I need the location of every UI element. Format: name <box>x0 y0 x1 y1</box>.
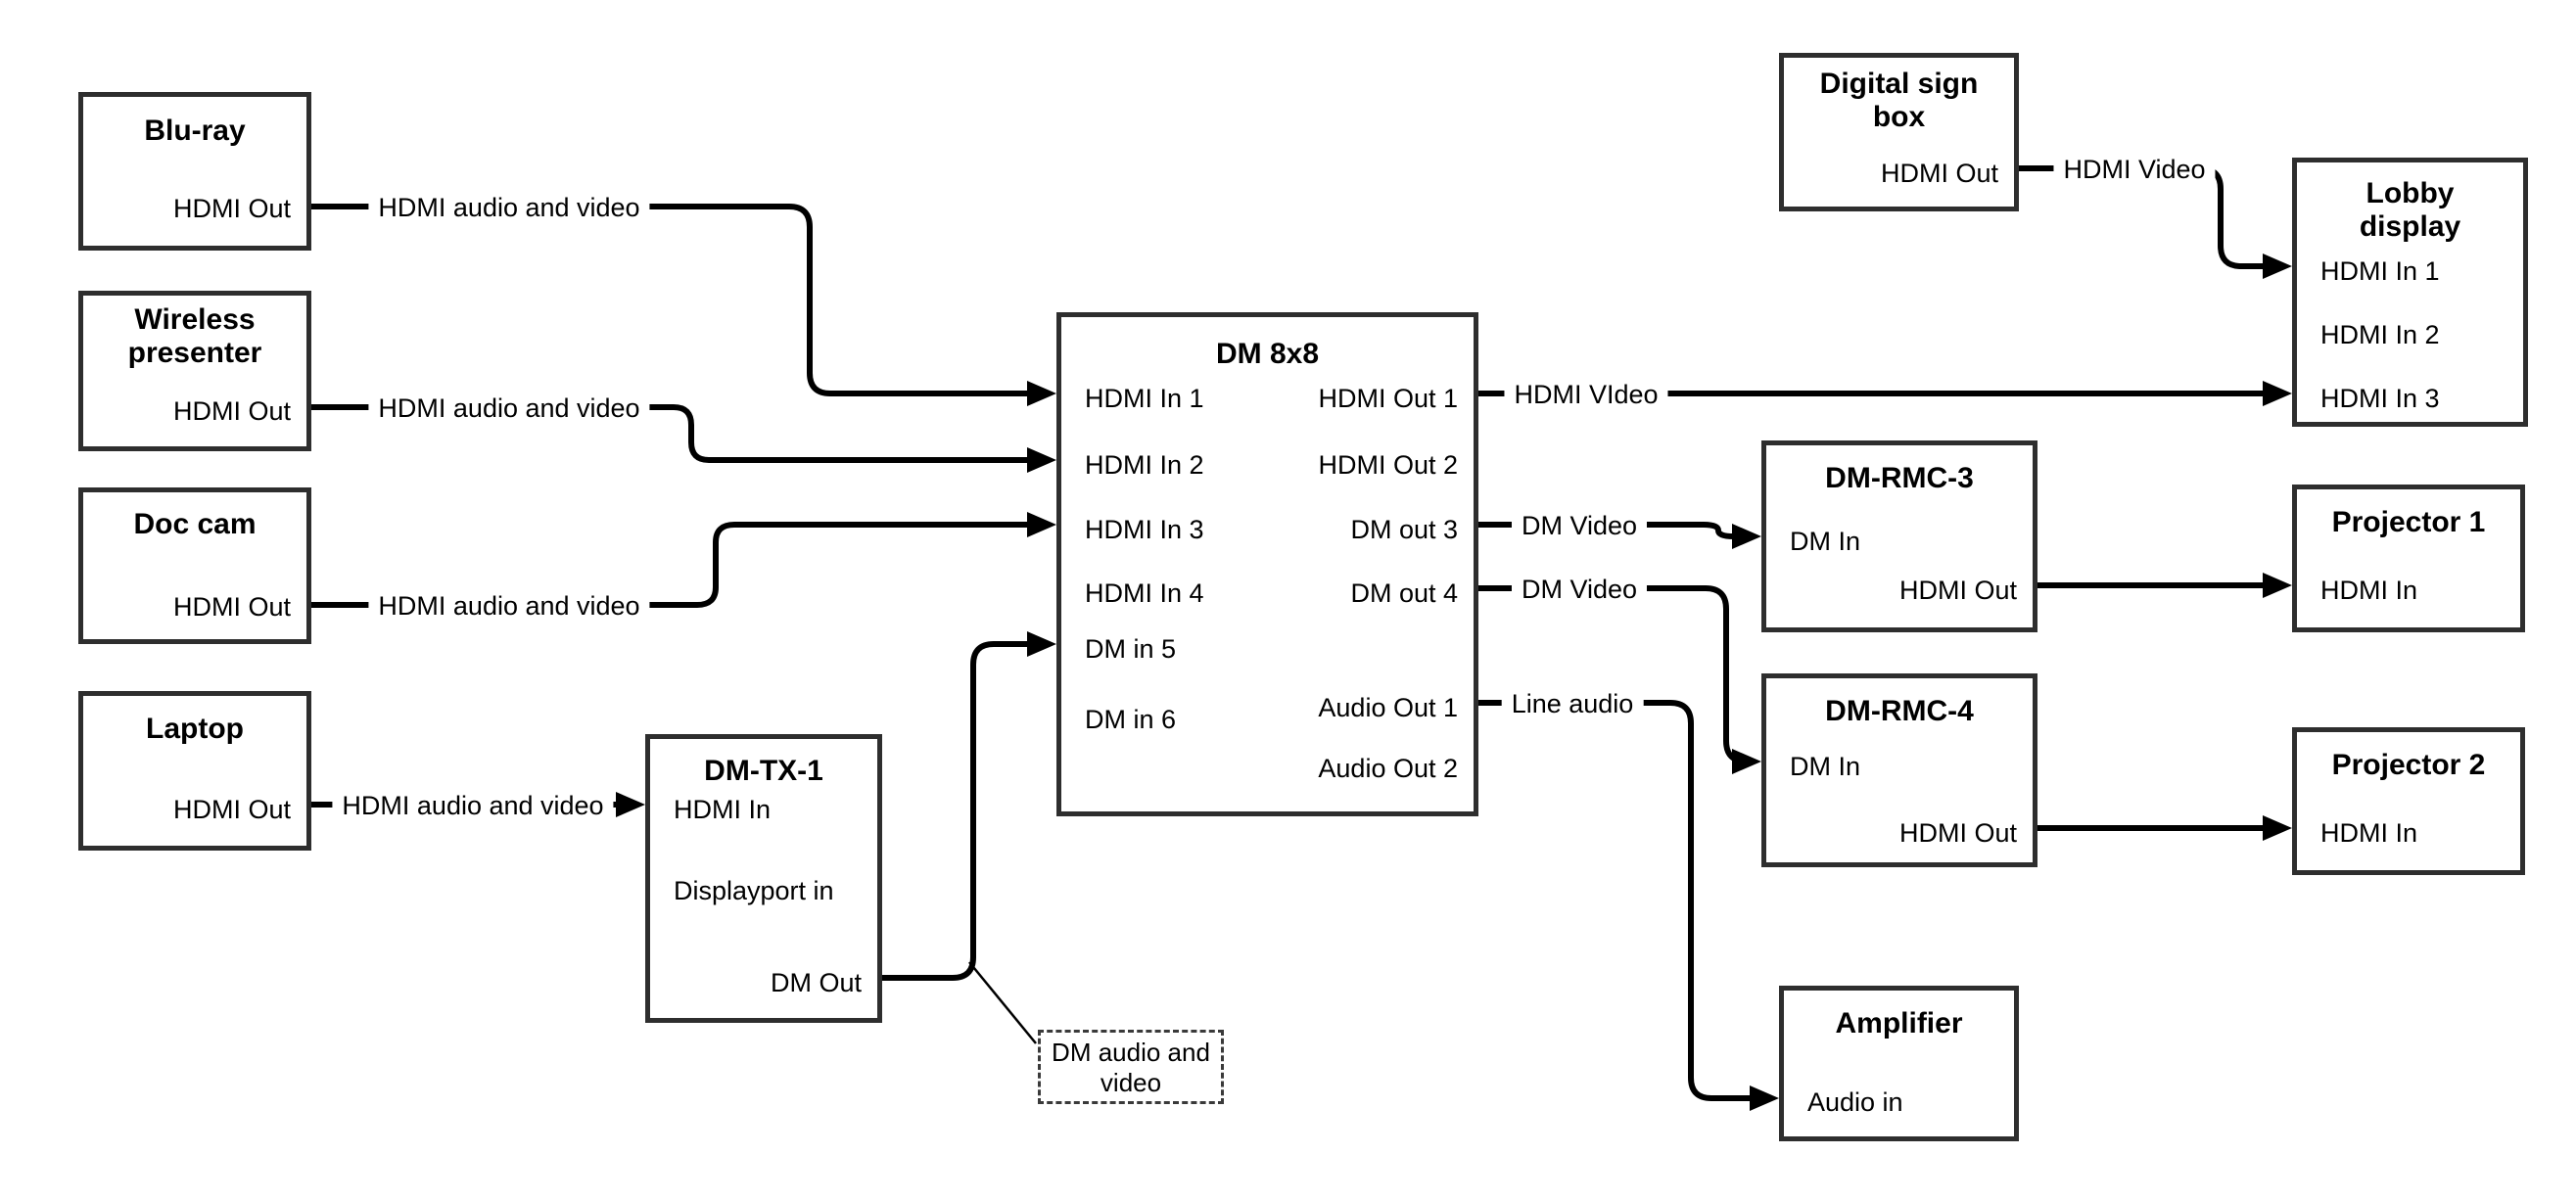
node-projector-1: Projector 1 HDMI In <box>2292 485 2525 632</box>
arrowhead <box>2263 254 2292 279</box>
wire-label-hdmi-audio-video-1: HDMI audio and video <box>368 193 650 222</box>
node-title: DM-RMC-3 <box>1825 462 1974 494</box>
node-title: Wireless presenter <box>127 303 262 369</box>
arrowhead <box>1732 749 1761 774</box>
arrowhead <box>616 792 645 817</box>
wire-doc-cam-to-dm8x8 <box>311 522 1029 608</box>
wire-blu-ray-to-dm8x8 <box>311 204 1029 396</box>
arrowhead <box>1027 631 1056 657</box>
wire-label-dm-video-1: DM Video <box>1511 511 1648 540</box>
port-hdmi-in-1: HDMI In 1 <box>2320 256 2440 286</box>
port-hdmi-out: HDMI Out <box>172 194 291 223</box>
port-hdmi-in-2: HDMI In 2 <box>2320 320 2440 349</box>
node-title: Digital sign box <box>1819 68 1979 133</box>
node-title: DM-RMC-4 <box>1825 695 1974 727</box>
node-blu-ray: Blu-ray HDMI Out <box>78 92 311 251</box>
port-hdmi-in-1: HDMI In 1 <box>1085 384 1204 413</box>
arrowhead <box>1732 524 1761 549</box>
node-dm-rmc-3: DM-RMC-3 DM In HDMI Out <box>1761 440 2037 632</box>
wire-label-hdmi-video-out1: HDMI VIdeo <box>1504 380 1668 409</box>
node-title: Doc cam <box>133 508 257 540</box>
node-title: Blu-ray <box>144 115 246 147</box>
port-hdmi-in-4: HDMI In 4 <box>1085 578 1204 608</box>
port-hdmi-in: HDMI In <box>674 795 772 824</box>
port-dm-in-5: DM in 5 <box>1085 634 1177 664</box>
port-hdmi-out: HDMI Out <box>1898 818 2017 848</box>
wire-label-line-audio: Line audio <box>1501 689 1644 718</box>
port-hdmi-out-1: HDMI Out 1 <box>1318 384 1458 413</box>
port-hdmi-out: HDMI Out <box>172 592 291 622</box>
port-hdmi-in-3: HDMI In 3 <box>1085 515 1204 544</box>
node-digital-sign-box: Digital sign box HDMI Out <box>1779 53 2019 211</box>
arrowhead <box>1027 381 1056 406</box>
wire-dm-out-3-to-rmc3 <box>1478 522 1735 539</box>
node-title: Amplifier <box>1835 1007 1963 1039</box>
node-dm-8x8: DM 8x8 HDMI In 1 HDMI In 2 HDMI In 3 HDM… <box>1056 312 1478 816</box>
wire-label-hdmi-video: HDMI Video <box>2053 155 2216 184</box>
node-title: DM 8x8 <box>1215 338 1320 370</box>
node-wireless-presenter: Wireless presenter HDMI Out <box>78 291 311 451</box>
node-title: DM-TX-1 <box>704 755 823 787</box>
node-title: Lobby display <box>2359 177 2461 243</box>
wire-dm-out-4-to-rmc4 <box>1478 585 1750 764</box>
port-hdmi-out-2: HDMI Out 2 <box>1318 450 1458 480</box>
node-projector-2: Projector 2 HDMI In <box>2292 727 2525 875</box>
wire-audio-out-1-to-amplifier <box>1478 700 1752 1101</box>
node-lobby-display: Lobby display HDMI In 1 HDMI In 2 HDMI I… <box>2292 158 2528 427</box>
port-hdmi-in-2: HDMI In 2 <box>1085 450 1204 480</box>
node-laptop: Laptop HDMI Out <box>78 691 311 851</box>
wire-label-hdmi-audio-video-2: HDMI audio and video <box>368 393 650 423</box>
wire-label-hdmi-audio-video-3: HDMI audio and video <box>368 591 650 621</box>
node-dm-tx-1: DM-TX-1 HDMI In Displayport in DM Out <box>645 734 882 1023</box>
arrowhead <box>1027 512 1056 537</box>
node-title: Projector 2 <box>2331 749 2486 781</box>
port-hdmi-out: HDMI Out <box>1898 576 2017 605</box>
port-hdmi-out: HDMI Out <box>172 795 291 824</box>
node-title: Laptop <box>146 713 244 745</box>
wire-label-dm-video-2: DM Video <box>1511 575 1648 604</box>
port-dm-in-6: DM in 6 <box>1085 705 1177 734</box>
port-dm-out-4: DM out 4 <box>1350 578 1458 608</box>
arrowhead <box>1027 447 1056 473</box>
port-dm-in: DM In <box>1790 527 1861 556</box>
wire-label-hdmi-audio-video-4: HDMI audio and video <box>332 791 614 820</box>
callout-dm-audio-and-video: DM audio and video <box>1038 1030 1224 1104</box>
port-audio-out-1: Audio Out 1 <box>1318 693 1458 722</box>
wire-dm-tx-1-to-dm8x8 <box>882 641 1029 981</box>
port-audio-out-2: Audio Out 2 <box>1318 754 1458 783</box>
node-dm-rmc-4: DM-RMC-4 DM In HDMI Out <box>1761 673 2037 867</box>
port-hdmi-out: HDMI Out <box>1880 159 1998 188</box>
port-hdmi-out: HDMI Out <box>172 396 291 426</box>
callout-text: DM audio and video <box>1052 1038 1210 1097</box>
node-doc-cam: Doc cam HDMI Out <box>78 487 311 644</box>
port-dm-out: DM Out <box>770 968 862 997</box>
port-hdmi-in-3: HDMI In 3 <box>2320 384 2440 413</box>
arrowhead <box>2263 815 2292 841</box>
callout-leader-line <box>968 961 1037 1044</box>
arrowhead <box>2263 381 2292 406</box>
port-dm-out-3: DM out 3 <box>1350 515 1458 544</box>
port-dm-in: DM In <box>1790 752 1861 781</box>
node-title: Projector 1 <box>2331 506 2486 538</box>
wire-wireless-to-dm8x8 <box>311 404 1029 463</box>
port-hdmi-in: HDMI In <box>2320 818 2418 848</box>
arrowhead <box>1750 1086 1779 1111</box>
node-amplifier: Amplifier Audio in <box>1779 986 2019 1141</box>
arrowhead <box>2263 573 2292 598</box>
port-hdmi-in: HDMI In <box>2320 576 2418 605</box>
port-audio-in: Audio in <box>1807 1087 1903 1117</box>
port-displayport-in: Displayport in <box>674 876 834 905</box>
